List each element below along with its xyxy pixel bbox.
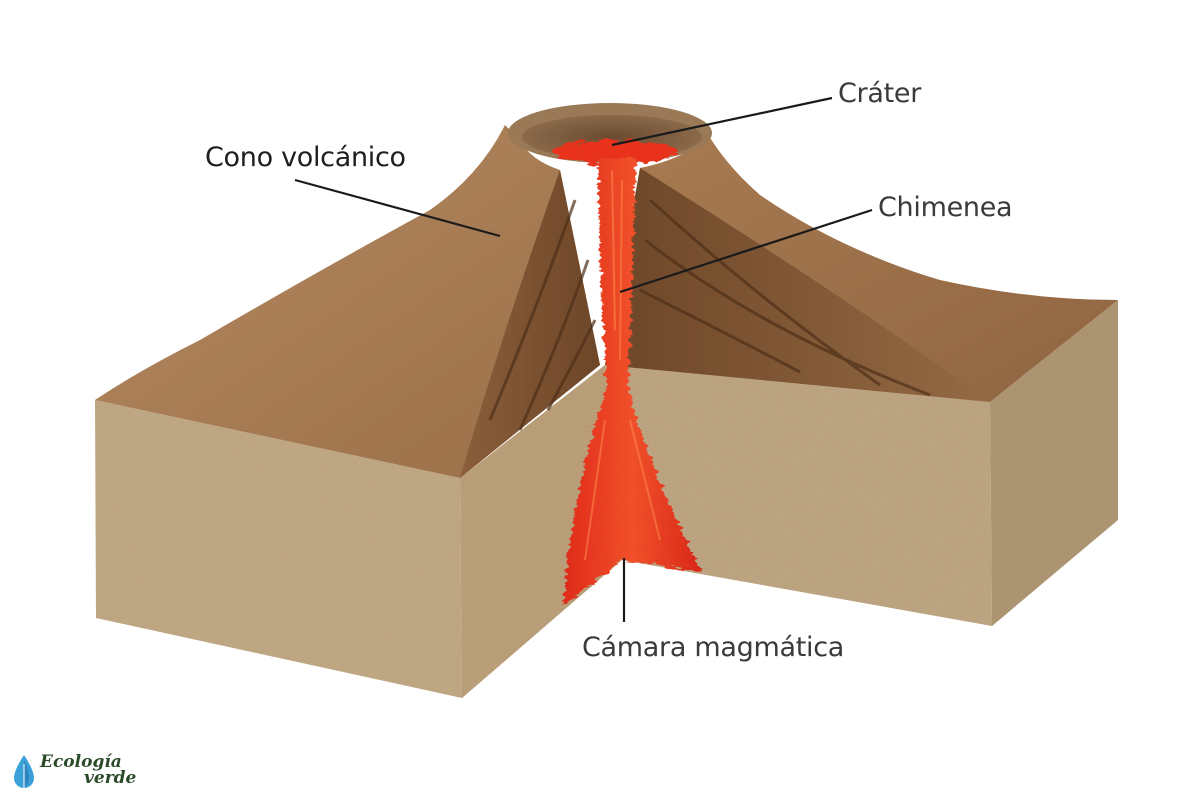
logo-text-line1: Ecología (40, 752, 122, 772)
label-crater: Cráter (838, 78, 921, 109)
label-chimney: Chimenea (878, 192, 1013, 223)
cone-left-surface (95, 125, 600, 478)
lava-highlights (584, 169, 661, 561)
drop-leaf-icon (14, 755, 34, 788)
lava-conduit (553, 140, 702, 605)
strata-lines (488, 198, 931, 431)
leader-chimney (619, 208, 873, 294)
block-far-right-face (990, 300, 1118, 626)
leader-crater (611, 96, 833, 147)
logo-text-line2: verde (84, 768, 137, 788)
label-cone: Cono volcánico (205, 142, 406, 173)
block-inner-face (460, 365, 622, 698)
leader-lines (294, 96, 873, 622)
ecologia-verde-logo: Ecología verde (12, 752, 182, 792)
block-right-face (605, 365, 992, 626)
cone-cut-right (605, 168, 990, 402)
block-left-face (95, 400, 462, 698)
leader-cone (294, 178, 501, 238)
label-chamber: Cámara magmática (582, 632, 844, 663)
